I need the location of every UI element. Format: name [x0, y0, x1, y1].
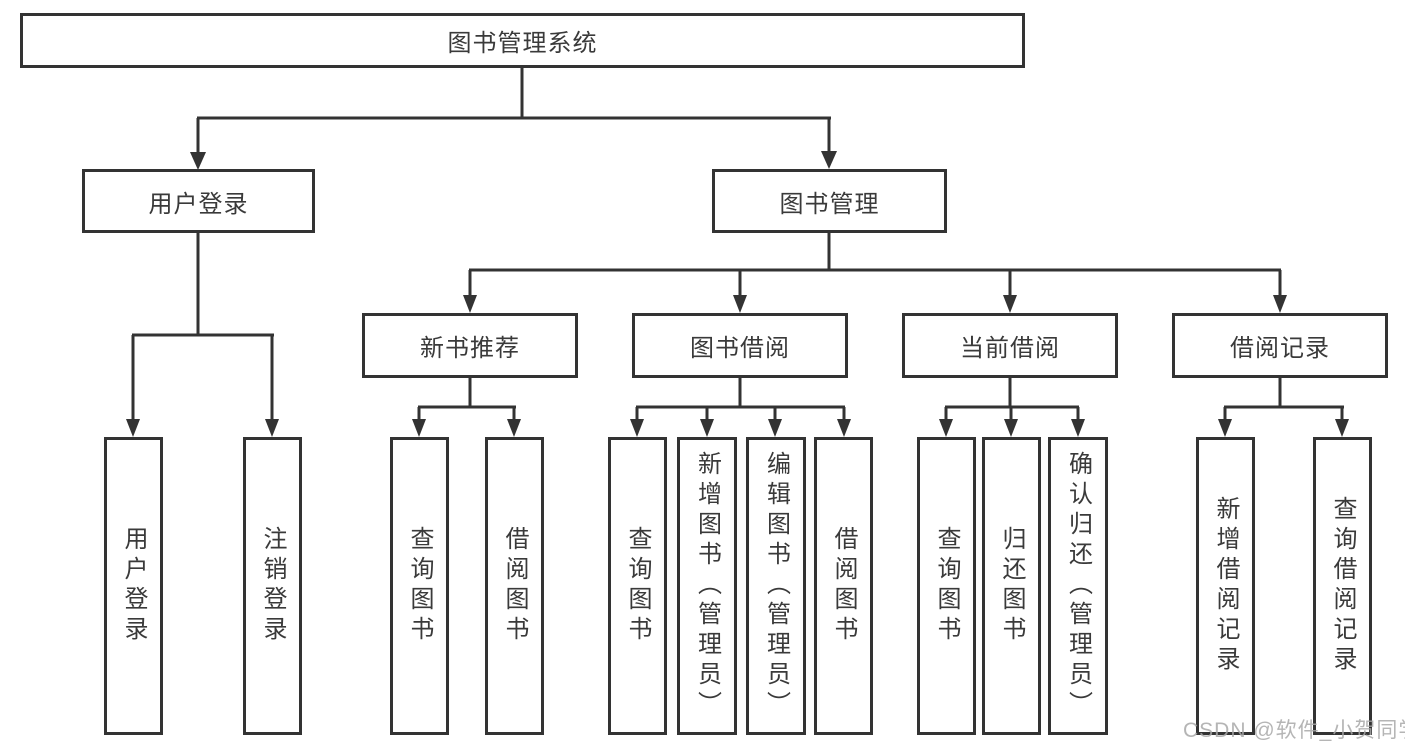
leaf-borrow-books-recommend: 借阅图书: [485, 437, 544, 735]
leaf-label: 注销登录: [259, 526, 286, 646]
node-label: 用户登录: [148, 190, 249, 218]
leaf-label: 确认归还（管理员）: [1064, 451, 1092, 721]
leaf-query-books-borrow: 查询图书: [608, 437, 667, 735]
leaf-borrow-books: 借阅图书: [814, 437, 873, 735]
node-label: 图书管理: [779, 190, 880, 218]
leaf-label: 查询图书: [406, 526, 433, 646]
leaf-label: 借阅图书: [830, 526, 857, 646]
leaf-return-books: 归还图书: [982, 437, 1041, 735]
node-label: 新书推荐: [420, 335, 520, 362]
leaf-label: 新增借阅记录: [1212, 496, 1239, 676]
leaf-label: 用户登录: [120, 526, 147, 646]
leaf-label: 新增图书（管理员）: [693, 451, 721, 721]
leaf-label: 归还图书: [998, 526, 1025, 646]
node-label: 借阅记录: [1230, 335, 1330, 362]
leaf-query-borrow-record: 查询借阅记录: [1313, 437, 1372, 735]
node-new-book-recommendation: 新书推荐: [362, 313, 578, 378]
leaf-edit-books-admin: 编辑图书（管理员）: [746, 437, 806, 735]
node-user-login: 用户登录: [82, 169, 315, 233]
leaf-logout-login: 注销登录: [243, 437, 302, 735]
leaf-label: 查询图书: [933, 526, 960, 646]
leaf-confirm-return-admin: 确认归还（管理员）: [1048, 437, 1108, 735]
leaf-query-books-current: 查询图书: [917, 437, 976, 735]
leaf-add-borrow-record: 新增借阅记录: [1196, 437, 1255, 735]
leaf-label: 借阅图书: [501, 526, 528, 646]
leaf-label: 查询借阅记录: [1329, 496, 1356, 676]
node-book-borrowing: 图书借阅: [632, 313, 848, 378]
node-library-management-system: 图书管理系统: [20, 13, 1025, 68]
node-borrowing-records: 借阅记录: [1172, 313, 1388, 378]
leaf-label: 查询图书: [624, 526, 651, 646]
leaf-add-books-admin: 新增图书（管理员）: [677, 437, 737, 735]
node-label: 当前借阅: [960, 335, 1060, 362]
leaf-user-login: 用户登录: [104, 437, 163, 735]
node-label: 图书管理系统: [447, 30, 598, 57]
node-book-management: 图书管理: [712, 169, 947, 233]
leaf-query-books-recommend: 查询图书: [390, 437, 449, 735]
node-label: 图书借阅: [690, 335, 790, 362]
watermark: CSDN @软件_小贺同学: [1183, 719, 1405, 742]
node-current-borrowing: 当前借阅: [902, 313, 1118, 378]
leaf-label: 编辑图书（管理员）: [762, 451, 790, 721]
